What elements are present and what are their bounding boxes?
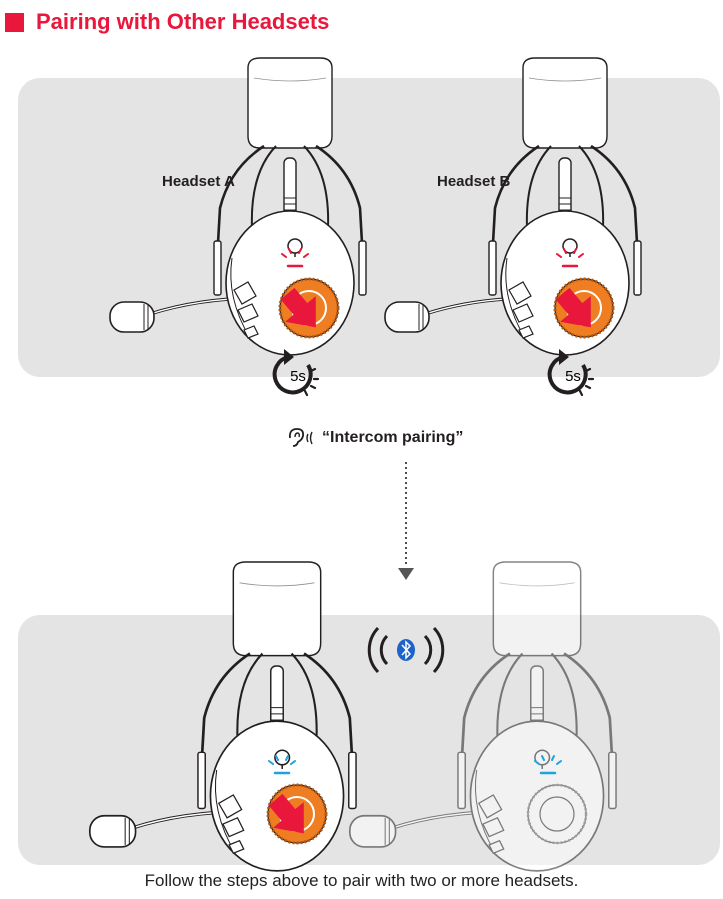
caption: Follow the steps above to pair with two … [144,871,579,890]
headset-idle-illustration [348,560,618,873]
hold-timer-icon-a: 5s [272,347,320,397]
voice-prompt: “Intercom pairing” [286,424,463,452]
headset-a-illustration [108,56,368,357]
ear-sound-icon [288,428,313,447]
bluetooth-signal-icon [367,626,445,674]
progress-arrow [398,462,414,580]
hold-duration-b: 5s [565,368,581,385]
hold-duration-a: 5s [290,368,306,385]
title-accent-block [5,13,24,32]
hold-timer-icon-b: 5s [547,347,595,397]
voice-prompt-text: “Intercom pairing” [322,429,464,446]
page-title: Pairing with Other Headsets [36,9,330,34]
headset-a-label: Headset A [162,173,235,190]
headset-pressed-illustration [88,560,358,873]
headset-b-label: Headset B [437,173,511,190]
headset-b-illustration [383,56,643,357]
